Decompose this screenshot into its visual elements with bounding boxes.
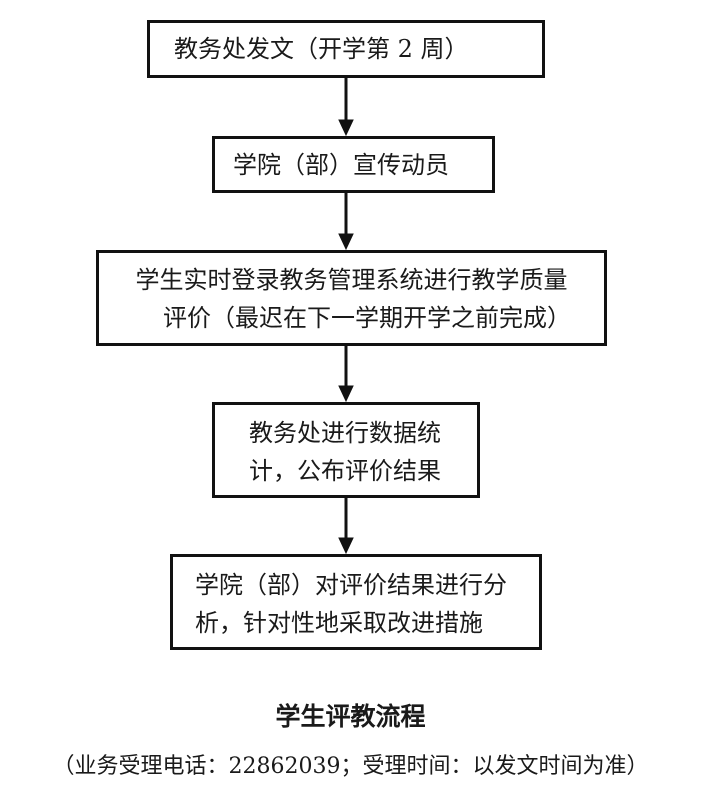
- arrowhead-1-2: [338, 119, 354, 137]
- step-4-text-line-2: 计，公布评价结果: [249, 457, 441, 485]
- step-4-box: 教务处进行数据统 计，公布评价结果: [212, 402, 480, 498]
- diagram-title: 学生评教流程: [275, 702, 426, 731]
- step-5-box: 学院（部）对评价结果进行分 析，针对性地采取改进措施: [170, 554, 542, 650]
- step-5-text-line-2: 析，针对性地采取改进措施: [195, 609, 483, 637]
- step-2-box: 学院（部）宣传动员: [212, 136, 495, 193]
- step-4-text-line-1: 教务处进行数据统: [249, 419, 441, 447]
- step-1-box: 教务处发文（开学第 2 周）: [147, 20, 545, 78]
- arrowhead-3-4: [338, 385, 354, 403]
- step-3-box: 学生实时登录教务管理系统进行教学质量 评价（最迟在下一学期开学之前完成）: [96, 250, 607, 346]
- arrowhead-2-3: [338, 233, 354, 251]
- arrowhead-4-5: [338, 537, 354, 555]
- contact-info: （业务受理电话：22862039；受理时间：以发文时间为准）: [52, 754, 649, 779]
- step-5-text-line-1: 学院（部）对评价结果进行分: [195, 571, 507, 599]
- step-3-text-line-1: 学生实时登录教务管理系统进行教学质量: [135, 266, 568, 294]
- step-2-text: 学院（部）宣传动员: [233, 151, 449, 179]
- step-3-text-line-2: 评价（最迟在下一学期开学之前完成）: [163, 304, 571, 332]
- step-1-text: 教务处发文（开学第 2 周）: [174, 35, 469, 63]
